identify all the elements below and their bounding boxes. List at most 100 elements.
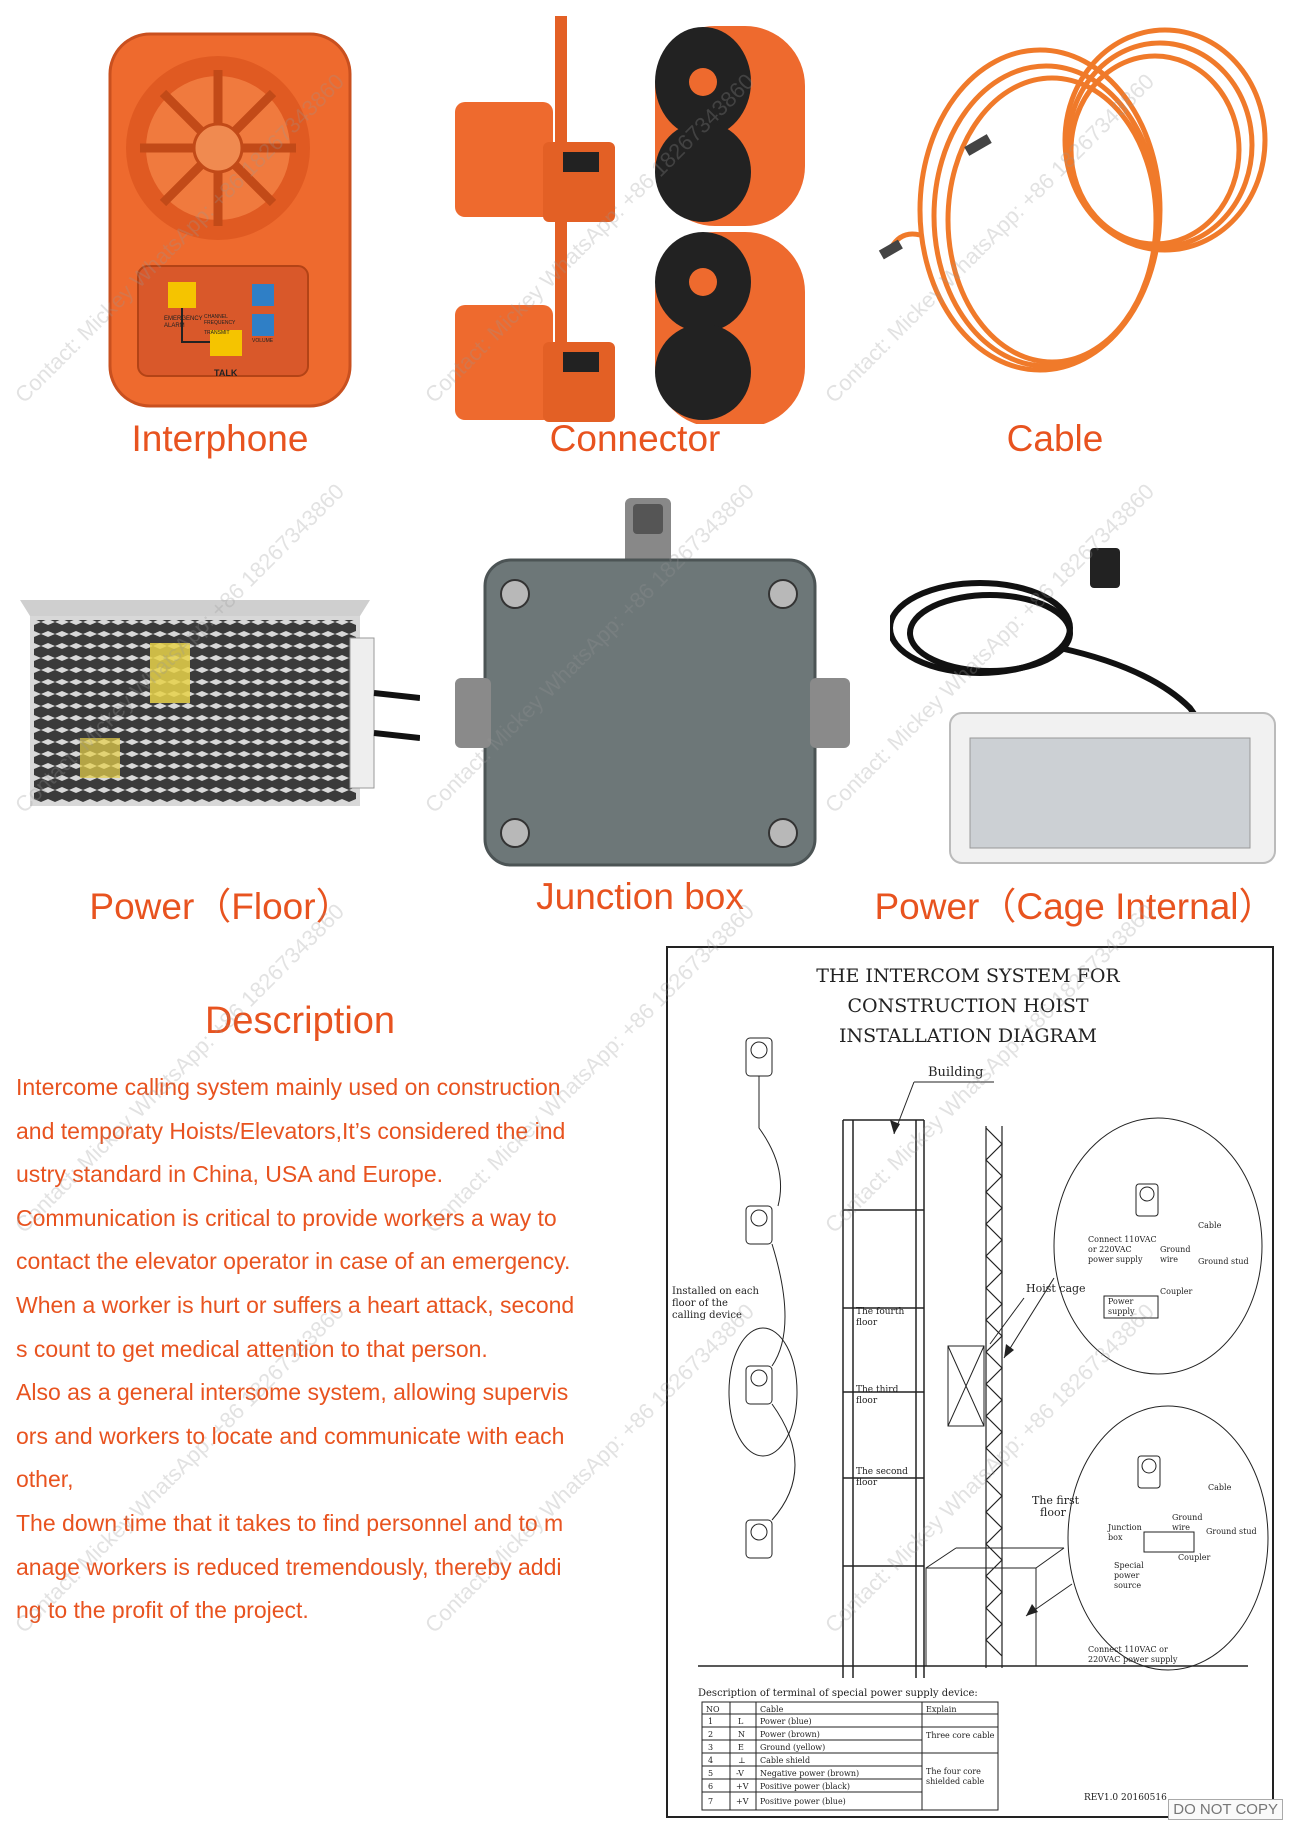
table-header-cable: Cable xyxy=(760,1705,784,1714)
table-row-no: 6 xyxy=(708,1782,713,1791)
diagram-title-line-1: THE INTERCOM SYSTEM FOR xyxy=(816,965,1120,987)
description-line: ors and workers to locate and communicat… xyxy=(16,1422,565,1449)
description-line: Also as a general intersome system, allo… xyxy=(16,1379,569,1406)
second-floor-label-1: The second xyxy=(856,1467,908,1477)
table-row-no: 5 xyxy=(708,1769,713,1778)
table-row-symbol: ⊥ xyxy=(738,1756,746,1765)
description-body: Intercome calling system mainly used on … xyxy=(16,1066,666,1633)
table-row-symbol: N xyxy=(738,1730,745,1739)
top-ground-wire-2: wire xyxy=(1160,1255,1178,1264)
description-title: Description xyxy=(204,1000,396,1042)
table-row-cable: Power (blue) xyxy=(760,1717,812,1726)
table-header-no: NO xyxy=(706,1705,720,1714)
explain-four-core-2: shielded cable xyxy=(926,1777,985,1786)
bottom-special-3: source xyxy=(1114,1581,1141,1590)
terminal-table-title: Description of terminal of special power… xyxy=(698,1688,978,1699)
third-floor-label-1: The third xyxy=(856,1385,899,1395)
table-row-cable: Ground (yellow) xyxy=(760,1743,825,1752)
table-header-explain: Explain xyxy=(926,1705,957,1714)
top-connect-line-3: power supply xyxy=(1088,1255,1143,1264)
table-row-cable: Cable shield xyxy=(760,1756,810,1765)
power-cage-photo xyxy=(887,538,1280,868)
explain-three-core: Three core cable xyxy=(926,1731,995,1740)
top-connect-line-1: Connect 110VAC xyxy=(1088,1235,1157,1244)
explain-four-core-1: The four core xyxy=(926,1767,981,1776)
table-row-symbol: +V xyxy=(736,1782,749,1791)
table-row-cable: Positive power (black) xyxy=(760,1782,850,1791)
description-line: contact the elevator operator in case of… xyxy=(16,1248,571,1275)
table-row-symbol: +V xyxy=(736,1797,749,1806)
power-floor-photo xyxy=(20,598,421,816)
top-cable-label: Cable xyxy=(1198,1221,1222,1230)
channel-frequency-label: CHANNEL FREQUENCY xyxy=(204,314,236,326)
description-line: ng to the profit of the project. xyxy=(16,1597,309,1624)
product-label-interphone: Interphone xyxy=(131,418,309,459)
interphone-photo: EMERGENCY ALARM CHANNEL FREQUENCY TRANSM… xyxy=(100,30,360,410)
hoist-cage-label: Hoist cage xyxy=(1026,1282,1086,1295)
table-row-no: 7 xyxy=(708,1797,713,1806)
building-label: Building xyxy=(928,1065,983,1080)
installed-label-line-1: Installed on each xyxy=(672,1286,760,1297)
bottom-ground-stud-label: Ground stud xyxy=(1206,1527,1257,1536)
do-not-copy-stamp: DO NOT COPY xyxy=(1168,1799,1283,1820)
description-line: s count to get medical attention to that… xyxy=(16,1335,488,1362)
product-label-power-cage: Power（Cage Internal） xyxy=(874,886,1276,927)
table-row-cable: Negative power (brown) xyxy=(760,1769,859,1778)
top-coupler-label: Coupler xyxy=(1160,1287,1193,1296)
first-floor-label-2: floor xyxy=(1040,1506,1067,1519)
top-connect-line-2: or 220VAC xyxy=(1088,1245,1132,1254)
installed-label-line-3: calling device xyxy=(672,1310,742,1321)
revision-label: REV1.0 20160516 xyxy=(1084,1793,1167,1803)
description-line: Communication is critical to provide wor… xyxy=(16,1204,557,1231)
product-label-cable: Cable xyxy=(1006,418,1104,459)
description-line: The down time that it takes to find pers… xyxy=(16,1509,564,1536)
product-label-junction-box: Junction box xyxy=(536,876,744,917)
table-row-symbol: E xyxy=(738,1743,744,1752)
table-row-no: 1 xyxy=(708,1717,713,1726)
diagram-title-line-3: INSTALLATION DIAGRAM xyxy=(839,1025,1097,1047)
description-line: and temporaty Hoists/Elevators,It’s cons… xyxy=(16,1117,566,1144)
first-floor-label-1: The first xyxy=(1032,1494,1080,1507)
table-row-symbol: L xyxy=(738,1717,744,1726)
table-row-cable: Power (brown) xyxy=(760,1730,820,1739)
bottom-special-1: Special xyxy=(1114,1561,1144,1570)
transmit-label: TRANSMIT xyxy=(204,330,230,336)
diagram-title-line-2: CONSTRUCTION HOIST xyxy=(847,995,1088,1017)
fourth-floor-label-2: floor xyxy=(856,1318,878,1328)
description-line: other, xyxy=(16,1466,74,1493)
bottom-ground-wire-2: wire xyxy=(1172,1523,1190,1532)
bottom-connect-line-2: 220VAC power supply xyxy=(1088,1655,1178,1664)
volume-label: VOLUME xyxy=(252,338,274,344)
table-row-symbol: -V xyxy=(736,1769,744,1778)
product-label-connector: Connector xyxy=(549,418,721,459)
description-line: anage workers is reduced tremendously, t… xyxy=(16,1553,562,1580)
table-row-no: 2 xyxy=(708,1730,713,1739)
fourth-floor-label-1: The fourth xyxy=(856,1307,904,1317)
bottom-coupler-label: Coupler xyxy=(1178,1553,1211,1562)
installed-label-line-2: floor of the xyxy=(672,1298,728,1309)
product-label-power-floor: Power（Floor） xyxy=(89,886,353,927)
connector-photo xyxy=(455,12,830,427)
table-row-no: 3 xyxy=(708,1743,713,1752)
bottom-connect-line-1: Connect 110VAC or xyxy=(1088,1645,1168,1654)
description-line: When a worker is hurt or suffers a heart… xyxy=(16,1291,575,1318)
top-power-supply-2: supply xyxy=(1108,1307,1135,1316)
description-line: Intercome calling system mainly used on … xyxy=(16,1074,561,1100)
installation-diagram: THE INTERCOM SYSTEM FOR CONSTRUCTION HOI… xyxy=(666,946,1274,1818)
table-row-no: 4 xyxy=(708,1756,713,1765)
second-floor-label-2: floor xyxy=(856,1478,878,1488)
talk-label: TALK xyxy=(214,368,238,378)
bottom-special-2: power xyxy=(1114,1571,1140,1580)
bottom-cable-label: Cable xyxy=(1208,1483,1232,1492)
table-row-cable: Positive power (blue) xyxy=(760,1797,846,1806)
bottom-junction-1: Junction xyxy=(1107,1523,1142,1532)
third-floor-label-2: floor xyxy=(856,1396,878,1406)
emergency-alarm-label: EMERGENCY ALARM xyxy=(164,316,203,329)
bottom-ground-wire-1: Ground xyxy=(1172,1513,1202,1522)
top-ground-stud-label: Ground stud xyxy=(1198,1257,1249,1266)
junction-box-photo xyxy=(455,498,850,873)
cable-photo xyxy=(860,20,1280,390)
bottom-junction-2: box xyxy=(1108,1533,1123,1542)
top-power-supply-1: Power xyxy=(1108,1297,1133,1306)
top-ground-wire-1: Ground xyxy=(1160,1245,1190,1254)
